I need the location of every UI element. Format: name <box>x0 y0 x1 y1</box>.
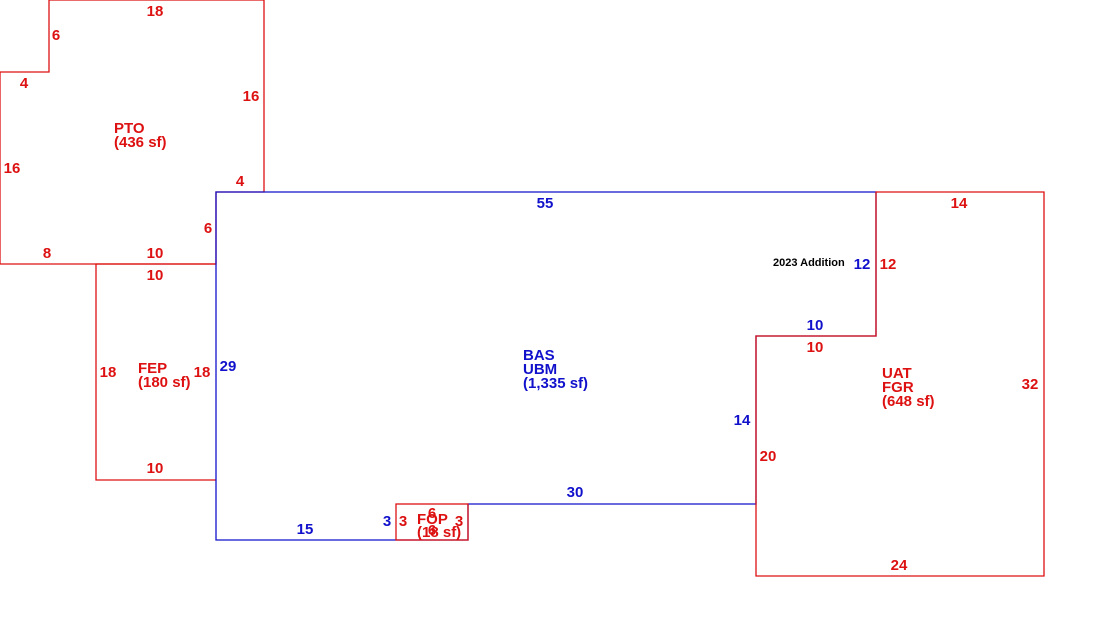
fop-code: FOP <box>417 511 448 528</box>
bas-code2: UBM <box>523 361 557 378</box>
uat-dim-left-lower: 20 <box>760 448 777 465</box>
fep-outline <box>95 263 216 481</box>
uat-dim-bottom: 24 <box>891 557 908 574</box>
bas-dim-inner-top: 10 <box>807 317 824 334</box>
uat-dim-right: 32 <box>1022 376 1039 393</box>
fop-size: (18 sf) <box>417 524 461 541</box>
pto-code: PTO <box>114 120 145 137</box>
bas-dim-bottom-step: 3 <box>383 513 391 530</box>
pto-dim-notch-top: 4 <box>20 75 29 92</box>
fep-label: FEP (180 sf) <box>138 360 191 391</box>
fop-dim-left: 3 <box>399 513 407 530</box>
bas-code: BAS <box>523 347 555 364</box>
pto-dim-bottom-right: 10 <box>147 245 164 262</box>
pto-label: PTO (436 sf) <box>114 120 167 151</box>
fep-dim-bottom: 10 <box>147 460 164 477</box>
bas-dim-bottom-right: 30 <box>567 484 584 501</box>
addition-note: 2023 Addition <box>773 257 845 269</box>
fep-dim-left: 18 <box>100 364 117 381</box>
uat-dim-top: 14 <box>951 195 968 212</box>
fop-outline <box>395 503 469 541</box>
bas-label: BAS UBM (1,335 sf) <box>523 347 588 392</box>
pto-dim-top: 18 <box>147 3 164 20</box>
uat-code2: FGR <box>882 379 914 396</box>
bas-size: (1,335 sf) <box>523 375 588 392</box>
uat-dim-inner-top: 10 <box>807 339 824 356</box>
pto-dim-notch-right: 6 <box>52 27 60 44</box>
fop-dim-right: 3 <box>455 513 463 530</box>
pto-dim-left: 16 <box>4 160 21 177</box>
bas-dim-right: 12 <box>854 256 871 273</box>
fep-code: FEP <box>138 360 167 377</box>
pto-size: (436 sf) <box>114 134 167 151</box>
bas-dim-left: 29 <box>220 358 237 375</box>
uat-dim-left-upper: 12 <box>880 256 897 273</box>
bas-dim-bottom-left: 15 <box>297 521 314 538</box>
uat-label: UAT FGR (648 sf) <box>882 365 935 410</box>
fep-dim-top: 10 <box>147 267 164 284</box>
uat-code: UAT <box>882 365 912 382</box>
bas-dim-top: 55 <box>537 195 554 212</box>
uat-size: (648 sf) <box>882 393 935 410</box>
pto-dim-bottom-left: 8 <box>43 245 51 262</box>
bas-dim-inner-right: 14 <box>734 412 751 429</box>
fep-size: (180 sf) <box>138 374 191 391</box>
fop-dim-bottom: 6 <box>428 522 436 539</box>
pto-dim-right: 16 <box>243 88 260 105</box>
fep-dim-right: 18 <box>194 364 211 381</box>
fop-dim-top: 6 <box>428 505 436 522</box>
uat-outline <box>755 191 1045 577</box>
fop-label: FOP (18 sf) <box>417 511 461 541</box>
pto-dim-step-bottom: 4 <box>236 173 245 190</box>
pto-dim-step-side: 6 <box>204 220 212 237</box>
